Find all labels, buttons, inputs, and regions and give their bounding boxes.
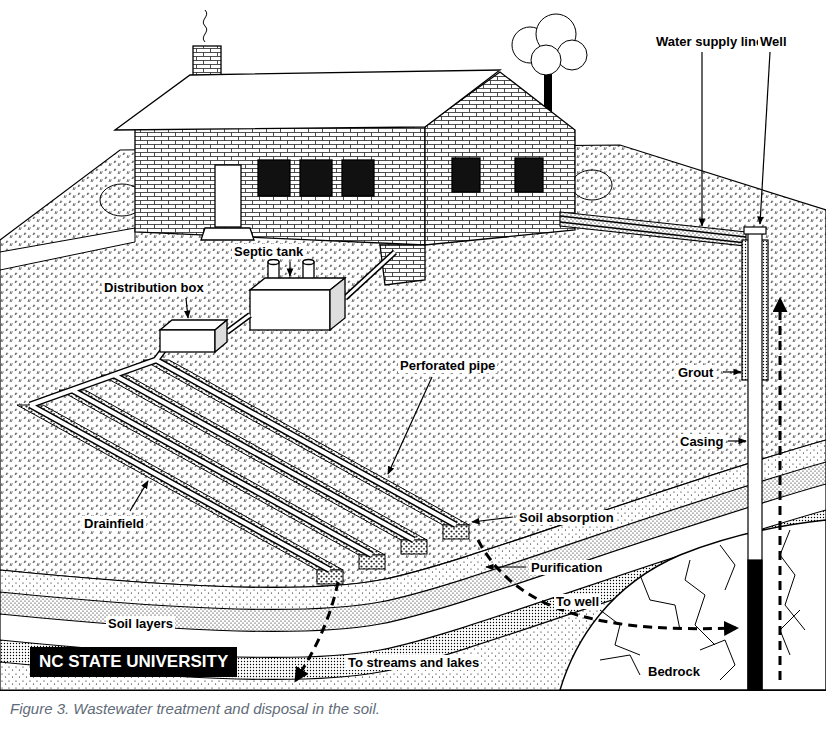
part-label: Well xyxy=(758,34,789,49)
part-label: Grout xyxy=(676,365,715,380)
leader-lines xyxy=(186,298,188,318)
septic-tank xyxy=(227,252,395,332)
distribution-box xyxy=(160,320,227,352)
leader-lines xyxy=(701,52,702,226)
leader-lines xyxy=(760,52,770,224)
part-label: Perforated pipe xyxy=(398,358,497,373)
septic-tank xyxy=(250,278,345,290)
bushes xyxy=(572,170,612,200)
part-label: To streams and lakes xyxy=(346,655,481,670)
septic-tank xyxy=(250,290,330,330)
house xyxy=(258,160,290,196)
well xyxy=(748,232,762,690)
septic-tank xyxy=(345,252,395,298)
house xyxy=(515,158,543,192)
drainfield-trenches xyxy=(317,570,343,584)
drainfield-trenches xyxy=(401,540,427,554)
part-label: Distribution box xyxy=(102,280,206,295)
part-label: Soil absorption xyxy=(517,510,616,525)
part-label: To well xyxy=(554,594,601,609)
water-supply-line xyxy=(560,212,746,246)
well xyxy=(748,560,762,690)
soil-layers xyxy=(0,440,826,690)
house xyxy=(215,165,241,227)
figure-caption: Figure 3. Wastewater treatment and dispo… xyxy=(10,700,380,718)
leader-lines xyxy=(728,440,746,441)
perforated-pipes xyxy=(30,348,456,570)
leader-lines xyxy=(472,517,513,522)
bedrock xyxy=(600,530,805,680)
flow-arrows xyxy=(478,540,736,629)
house xyxy=(342,160,374,196)
part-label: Purification xyxy=(529,560,605,575)
drainfield-trenches xyxy=(443,525,469,539)
septic-tank xyxy=(330,278,345,330)
house xyxy=(300,160,332,196)
septic-tank xyxy=(227,315,250,332)
house xyxy=(135,126,425,245)
soil-layers xyxy=(0,440,826,690)
septic-tank xyxy=(268,260,279,265)
part-label: Bedrock xyxy=(646,664,702,679)
leader-lines xyxy=(723,371,741,372)
house xyxy=(380,245,425,285)
flow-arrows xyxy=(296,300,780,680)
part-label: Drainfield xyxy=(82,516,146,531)
septic-tank xyxy=(227,315,250,332)
water-supply-line xyxy=(560,216,746,243)
distribution-box xyxy=(215,320,227,352)
house xyxy=(203,10,206,42)
flow-arrows xyxy=(296,582,338,680)
tree xyxy=(557,40,587,70)
part-label: Septic tank xyxy=(232,244,305,259)
leader-lines xyxy=(388,377,432,474)
logo-box: NC STATE UNIVERSITY xyxy=(30,647,237,677)
flow-arrows xyxy=(779,300,782,680)
house xyxy=(201,228,254,240)
part-label: Casing xyxy=(678,434,725,449)
distribution-box xyxy=(160,330,215,352)
ground-surface xyxy=(0,228,135,270)
part-label: Water supply line xyxy=(654,34,765,49)
house xyxy=(115,70,500,130)
perforated-pipes xyxy=(30,348,456,570)
well xyxy=(742,227,768,690)
well xyxy=(744,227,766,234)
leader-lines xyxy=(486,566,526,567)
soil-layers xyxy=(0,484,826,690)
part-label: Soil layers xyxy=(106,616,175,631)
leader-lines xyxy=(130,481,148,511)
house xyxy=(452,158,480,192)
septic-tank xyxy=(303,260,314,265)
perforated-pipes xyxy=(30,348,456,570)
logo-text: NC STATE UNIVERSITY xyxy=(39,652,228,671)
tree xyxy=(531,45,561,75)
house xyxy=(115,10,575,285)
leader-lines xyxy=(130,52,770,567)
leader-lines xyxy=(289,262,290,276)
drainfield-trenches xyxy=(359,555,385,569)
septic-tank xyxy=(345,252,395,298)
water-supply-line xyxy=(560,212,746,246)
